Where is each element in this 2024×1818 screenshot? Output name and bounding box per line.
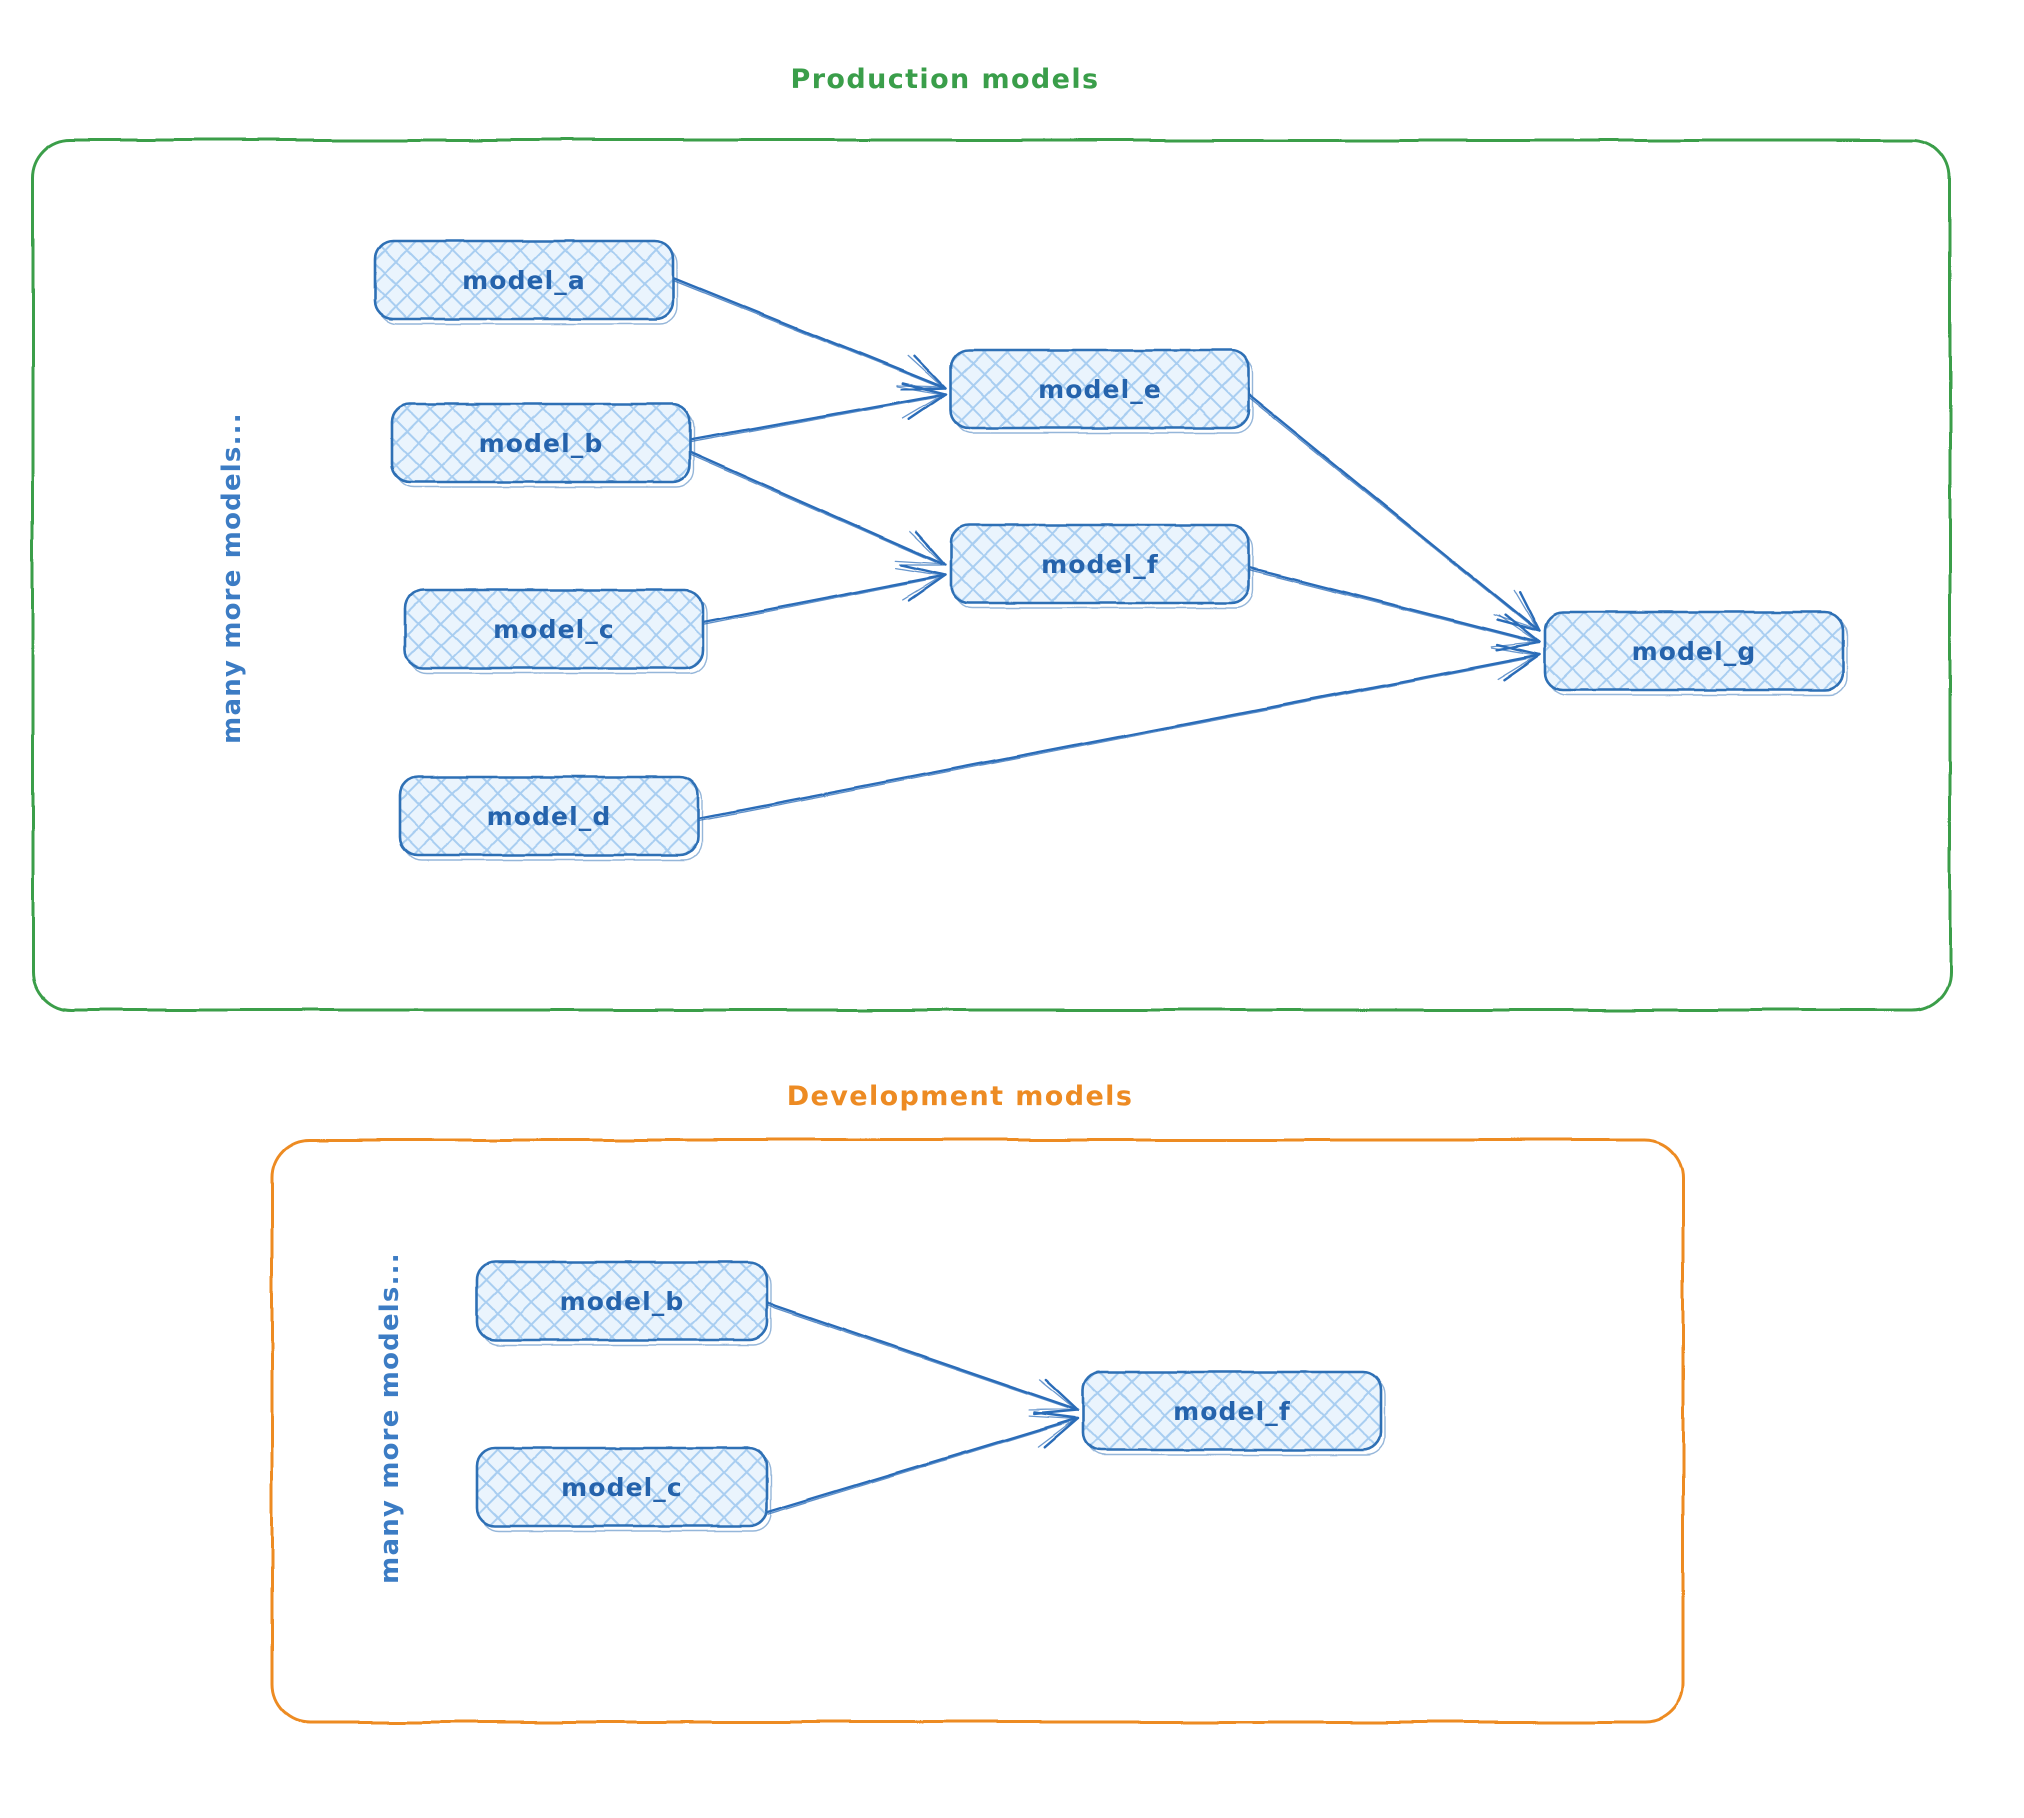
edge-shaft xyxy=(696,654,1538,820)
arrowhead-barb xyxy=(1044,1378,1080,1412)
node-box[interactable] xyxy=(398,775,700,857)
node-box[interactable] xyxy=(373,239,675,321)
edge-shaft-sketch xyxy=(689,396,937,443)
edge-f-g xyxy=(1247,566,1542,652)
arrowhead-barb xyxy=(901,382,947,396)
arrowhead-barb xyxy=(907,392,947,420)
edge-shaft xyxy=(701,574,943,624)
edge-a-e xyxy=(671,276,947,391)
edge-shaft-sketch xyxy=(671,279,936,387)
development-group-title: Development models xyxy=(787,1081,1134,1112)
edges-layer xyxy=(671,276,1542,1515)
arrowhead-barb xyxy=(900,563,947,577)
node-label: model_g xyxy=(1632,637,1757,666)
node-model_f[interactable]: model_f xyxy=(1081,1370,1386,1456)
arrowhead-barb xyxy=(1518,591,1542,634)
edge-dev-b-f xyxy=(765,1301,1080,1416)
production-group-border xyxy=(31,138,1952,1012)
node-model_c[interactable]: model_c xyxy=(475,1446,772,1532)
node-box[interactable] xyxy=(949,348,1251,430)
node-model_e[interactable]: model_e xyxy=(949,348,1254,434)
arrowhead-barb xyxy=(1495,641,1542,652)
arrowhead-barb-sketch xyxy=(1028,1408,1076,1411)
edge-shaft xyxy=(1247,566,1538,644)
edge-shaft xyxy=(688,393,943,442)
arrowhead-barb xyxy=(1504,614,1542,645)
nodes-layer: model_a model_b model_c model_d model_emodel… xyxy=(373,239,1848,1532)
production-group-title: Production models xyxy=(791,64,1100,95)
arrowhead-barb-sketch xyxy=(895,384,943,388)
node-label: model_a xyxy=(462,266,586,295)
development-group-border xyxy=(270,1138,1685,1724)
edge-b-e xyxy=(688,382,947,443)
edge-b-f xyxy=(688,450,947,567)
node-box[interactable] xyxy=(475,1260,769,1342)
group-container-production: Production models many more models... xyxy=(31,64,1952,1012)
node-model_f[interactable]: model_f xyxy=(949,523,1254,609)
edge-dev-c-f xyxy=(765,1411,1080,1515)
arrowhead-barb xyxy=(1033,1411,1080,1420)
node-label: model_f xyxy=(1173,1397,1291,1426)
edge-shaft xyxy=(765,1301,1076,1410)
node-model_c[interactable]: model_c xyxy=(403,588,708,674)
arrowhead-barb-sketch xyxy=(902,574,943,601)
node-box[interactable] xyxy=(949,523,1251,605)
arrowhead-barb-sketch xyxy=(908,531,943,565)
arrowhead-barb xyxy=(1495,643,1542,657)
node-label: model_e xyxy=(1038,375,1162,404)
arrowhead-barb-sketch xyxy=(901,393,943,419)
node-label: model_c xyxy=(493,615,615,644)
edge-shaft-sketch xyxy=(688,453,937,563)
node-label: model_d xyxy=(487,802,612,831)
arrowhead-barb-sketch xyxy=(1490,647,1538,657)
production-side-label: many more models... xyxy=(217,412,247,744)
node-box[interactable] xyxy=(475,1446,769,1528)
arrowhead-barb xyxy=(913,355,947,390)
arrowhead-barb-sketch xyxy=(1037,1418,1076,1448)
arrowhead-barb xyxy=(914,531,947,567)
node-model_a[interactable]: model_a xyxy=(373,239,678,325)
edge-shaft xyxy=(671,276,943,388)
edge-shaft xyxy=(688,450,943,565)
node-box[interactable] xyxy=(1081,1370,1383,1452)
edge-shaft-sketch xyxy=(702,577,937,625)
arrowhead-barb-sketch xyxy=(1028,1415,1076,1420)
arrowhead-barb xyxy=(1502,653,1542,682)
node-box[interactable] xyxy=(403,588,705,670)
arrowhead-barb xyxy=(1043,1416,1080,1448)
node-model_b[interactable]: model_b xyxy=(390,402,695,488)
group-container-development: Development models many more models... xyxy=(270,1081,1685,1724)
node-label: model_f xyxy=(1041,550,1159,579)
arrowhead-barb-sketch xyxy=(895,560,943,565)
edge-shaft xyxy=(765,1417,1076,1514)
edge-shaft-sketch xyxy=(1246,396,1533,628)
arrowhead-barb-sketch xyxy=(1498,615,1538,643)
node-box[interactable] xyxy=(390,402,692,484)
node-model_b[interactable]: model_b xyxy=(475,1260,772,1346)
node-label: model_b xyxy=(560,1287,685,1316)
edge-d-g xyxy=(696,643,1542,821)
edge-e-g xyxy=(1246,393,1542,634)
edge-c-f xyxy=(701,563,947,625)
node-label: model_b xyxy=(479,429,604,458)
development-side-label: many more models... xyxy=(375,1252,405,1584)
node-label: model_c xyxy=(561,1473,683,1502)
node-model_d[interactable]: model_d xyxy=(398,775,703,861)
edge-shaft-sketch xyxy=(1247,569,1531,643)
edge-shaft-sketch xyxy=(697,657,1532,821)
edge-shaft-sketch xyxy=(766,1421,1070,1515)
arrowhead-barb-sketch xyxy=(1513,589,1539,631)
node-model_g[interactable]: model_g xyxy=(1543,610,1848,696)
arrowhead-barb-sketch xyxy=(907,355,943,388)
arrowhead-barb-sketch xyxy=(895,567,943,577)
node-box[interactable] xyxy=(1543,610,1845,692)
arrowhead-barb xyxy=(907,573,947,602)
arrowhead-barb-sketch xyxy=(1497,654,1538,681)
edge-shaft-sketch xyxy=(765,1304,1069,1409)
arrowhead-barb-sketch xyxy=(1038,1379,1076,1410)
arrowhead-barb-sketch xyxy=(896,385,943,396)
edge-shaft xyxy=(1247,393,1539,631)
